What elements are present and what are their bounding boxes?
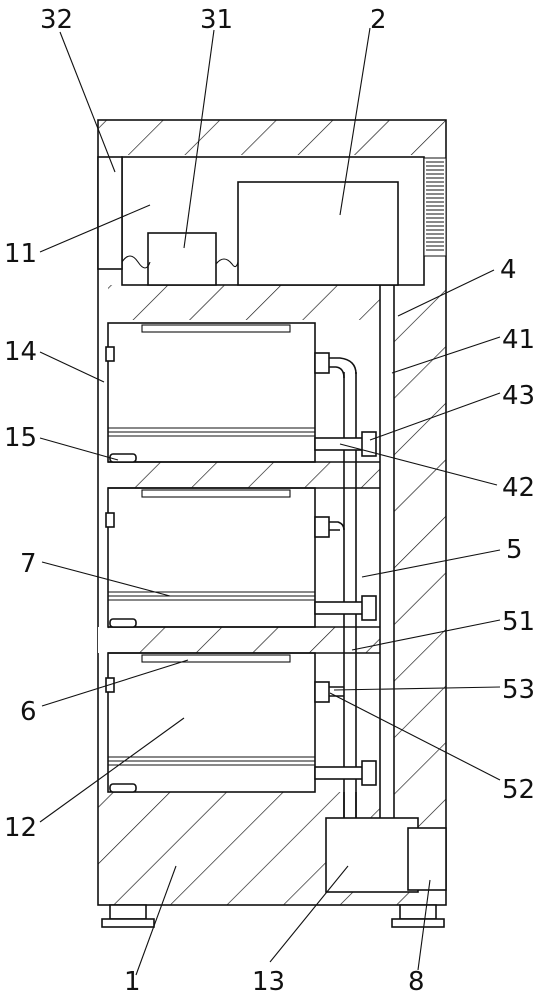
cabinet-feet (101, 904, 445, 928)
bottom-units (325, 792, 447, 893)
callout-14: 14 (4, 337, 37, 367)
drawer-1 (105, 322, 316, 463)
callout-13: 13 (252, 967, 285, 997)
leader-lines (39, 27, 501, 976)
callout-41: 41 (502, 325, 535, 355)
callout-31: 31 (200, 5, 233, 35)
heat-sink (423, 157, 447, 257)
callout-4: 4 (500, 255, 517, 285)
callout-53: 53 (502, 675, 535, 705)
callout-5: 5 (506, 535, 523, 565)
pipe-network (314, 285, 395, 818)
callout-2: 2 (370, 5, 387, 35)
callout-52: 52 (502, 775, 535, 805)
callout-43: 43 (502, 381, 535, 411)
callout-51: 51 (502, 607, 535, 637)
callout-32: 32 (40, 5, 73, 35)
callout-15: 15 (4, 423, 37, 453)
top-chamber (97, 156, 425, 286)
callout-42: 42 (502, 473, 535, 503)
drawer-2 (105, 487, 316, 628)
callout-6: 6 (20, 697, 37, 727)
callout-12: 12 (4, 813, 37, 843)
callout-8: 8 (408, 967, 425, 997)
callout-1: 1 (124, 967, 141, 997)
callout-labels: 32 31 2 11 4 41 14 43 15 42 5 7 51 53 6 … (4, 5, 535, 997)
callout-11: 11 (4, 239, 37, 269)
callout-7: 7 (20, 549, 37, 579)
